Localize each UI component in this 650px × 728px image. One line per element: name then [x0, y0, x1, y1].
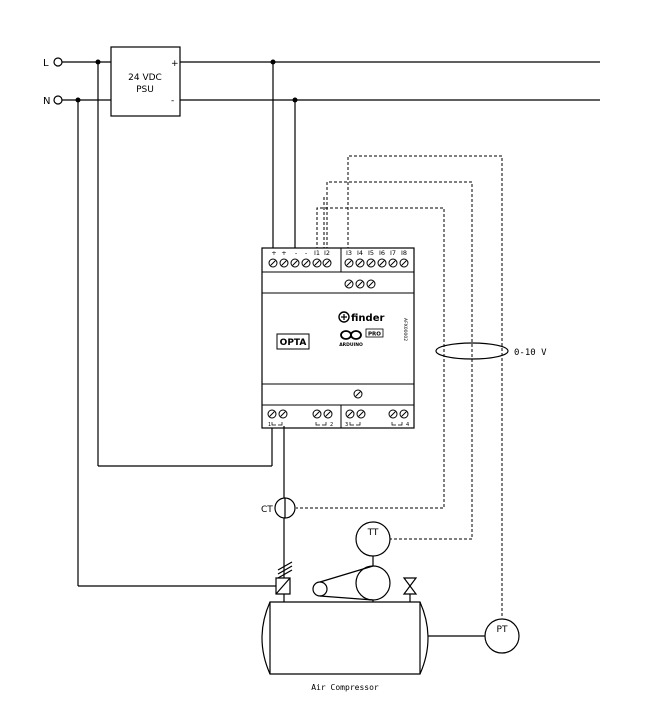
terminal-label-minus1: -: [295, 249, 298, 257]
terminal-label-i7: I7: [390, 249, 396, 257]
terminal-screw-icon-slot: [368, 281, 374, 287]
pro-badge-frame: [365, 328, 384, 338]
model-code: AFX00002: [402, 318, 408, 341]
signal-wires: [296, 155, 503, 618]
compressor-label: Air Compressor: [311, 683, 379, 692]
terminal-screw-icon-slot: [269, 411, 275, 417]
junction-dots: [75, 59, 298, 103]
opta-name-frame: [276, 333, 310, 350]
relay-label-2: 2: [330, 422, 333, 428]
terminal-screw-icon-slot: [325, 411, 331, 417]
terminal-label-i3: I3: [346, 249, 352, 257]
terminal-label-i8: I8: [401, 249, 407, 257]
terminal-screw-icon-slot: [357, 281, 363, 287]
line-label: L: [43, 58, 49, 69]
terminal-label-plus1: +: [271, 249, 276, 257]
top-terminal-block-inputs: [344, 258, 409, 268]
terminal-screw-icon-slot: [401, 411, 407, 417]
psu-minus: -: [171, 96, 174, 106]
finder-brand: finder: [351, 313, 384, 324]
ct-label: CT: [261, 505, 273, 515]
supply-lines: [53, 57, 600, 587]
tt-label: TT: [367, 528, 379, 538]
valve-icon: [402, 577, 418, 602]
terminal-screw-icon-slot: [390, 411, 396, 417]
relay-label-3: 3: [345, 422, 348, 428]
opta-module: + + - - I1 I2 I3 I4 I5 I6 I7 I8 finder: [261, 247, 415, 429]
terminal-screw-icon-slot: [270, 260, 276, 266]
pt-sensor: [484, 618, 520, 654]
terminal-screw-icon-slot: [368, 260, 374, 266]
terminal-label-plus2: +: [281, 249, 286, 257]
pt-label: PT: [497, 625, 508, 635]
terminal-screw-icon-slot: [292, 260, 298, 266]
terminal-screw-icon-slot: [355, 391, 361, 397]
relay-terminal-blocks: [267, 409, 409, 419]
belt-drive-icon: [312, 565, 391, 601]
opta-name: OPTA: [280, 338, 307, 348]
relay-label-4: 4: [406, 422, 409, 428]
terminal-screw-icon-slot: [347, 411, 353, 417]
terminal-screw-icon-slot: [281, 260, 287, 266]
terminal-label-i5: I5: [368, 249, 374, 257]
psu-box: 24 VDC PSU + -: [110, 46, 181, 117]
mid-terminal-block: [344, 279, 376, 399]
arduino-logo-icon: [340, 330, 362, 340]
terminal-label-i4: I4: [357, 249, 363, 257]
terminal-label-i1: I1: [314, 249, 320, 257]
terminal-label-i6: I6: [379, 249, 385, 257]
relay-contact-symbols: [271, 422, 403, 426]
terminal-screw-icon-slot: [324, 260, 330, 266]
psu-label-line1: 24 VDC: [128, 73, 162, 83]
terminal-screw-icon-slot: [314, 260, 320, 266]
finder-logo-icon: [338, 311, 350, 323]
motor-contactor-icon: [275, 561, 293, 602]
terminal-screw-icon-slot: [280, 411, 286, 417]
pro-badge: PRO: [368, 332, 381, 338]
terminal-screw-icon-slot: [357, 260, 363, 266]
terminal-screw-icon-slot: [303, 260, 309, 266]
terminal-label-minus2: -: [305, 249, 308, 257]
analog-bundle-marker: [435, 342, 509, 360]
terminal-label-i2: I2: [324, 249, 330, 257]
terminal-screw-icon-slot: [379, 260, 385, 266]
relay-label-1: 1: [268, 422, 271, 428]
top-terminal-block-power: [268, 258, 332, 268]
analog-signal-label: 0-10 V: [514, 348, 547, 358]
terminal-screw-icon-slot: [346, 281, 352, 287]
terminal-screw-icon-slot: [314, 411, 320, 417]
terminal-screw-icon-slot: [358, 411, 364, 417]
terminal-screw-icon-slot: [346, 260, 352, 266]
psu-label-line2: PSU: [136, 85, 154, 95]
terminal-screw-icon-slot: [390, 260, 396, 266]
psu-plus: +: [171, 59, 179, 69]
terminal-screw-icon-slot: [401, 260, 407, 266]
arduino-brand: ARDUINO: [339, 342, 363, 348]
compressor-tank: [261, 601, 429, 675]
neutral-label: N: [43, 96, 50, 107]
